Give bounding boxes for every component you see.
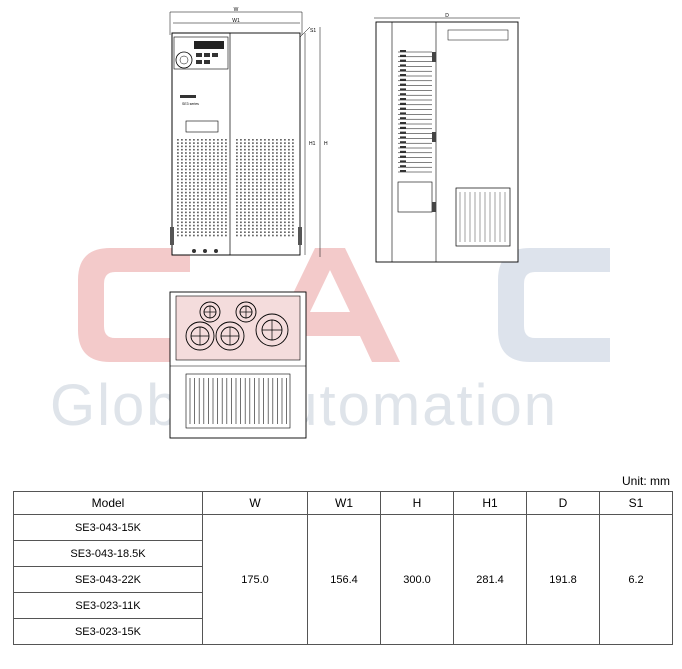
header-w: W — [202, 491, 308, 515]
dim-s1-label: S1 — [310, 28, 316, 34]
table-row: SE3-023-15K — [13, 618, 673, 645]
front-logo-text: SE3 series — [182, 102, 199, 106]
table-header-row: Model W W1 H H1 D S1 — [13, 491, 673, 515]
dimension-table: Model W W1 H H1 D S1 SE3-043-15K 175.0 1… — [13, 491, 673, 645]
model-cell: SE3-043-22K — [13, 566, 203, 593]
value-d: 191.8 — [526, 514, 600, 645]
model-cell: SE3-023-11K — [13, 592, 203, 619]
dim-w1-label: W1 — [232, 18, 240, 24]
dim-w-label: W — [234, 7, 239, 13]
front-view: W W1 S1 H1 H SE3 series — [169, 7, 328, 257]
dim-h-label: H — [324, 141, 328, 147]
model-cell: SE3-043-18.5K — [13, 540, 203, 567]
dimension-drawing: Global Automation W W1 S1 H1 H SE3 serie… — [50, 7, 610, 439]
table-row: SE3-023-11K — [13, 592, 673, 619]
header-model: Model — [13, 491, 203, 515]
value-h1: 281.4 — [453, 514, 527, 645]
model-cell: SE3-043-15K — [13, 514, 203, 541]
value-h: 300.0 — [380, 514, 454, 645]
watermark-logo — [78, 248, 610, 362]
header-w1: W1 — [307, 491, 381, 515]
model-cell: SE3-023-15K — [13, 618, 203, 645]
value-w1: 156.4 — [307, 514, 381, 645]
value-s1: 6.2 — [599, 514, 673, 645]
unit-label: Unit: mm — [622, 474, 670, 488]
dim-d-label: D — [445, 13, 449, 19]
header-h1: H1 — [453, 491, 527, 515]
value-w: 175.0 — [202, 514, 308, 645]
table-row: SE3-043-15K 175.0 156.4 300.0 281.4 191.… — [13, 514, 673, 645]
header-h: H — [380, 491, 454, 515]
header-s1: S1 — [599, 491, 673, 515]
header-d: D — [526, 491, 600, 515]
dim-h1-label: H1 — [309, 141, 316, 147]
bottom-view — [169, 291, 307, 439]
side-view: D — [374, 13, 520, 263]
